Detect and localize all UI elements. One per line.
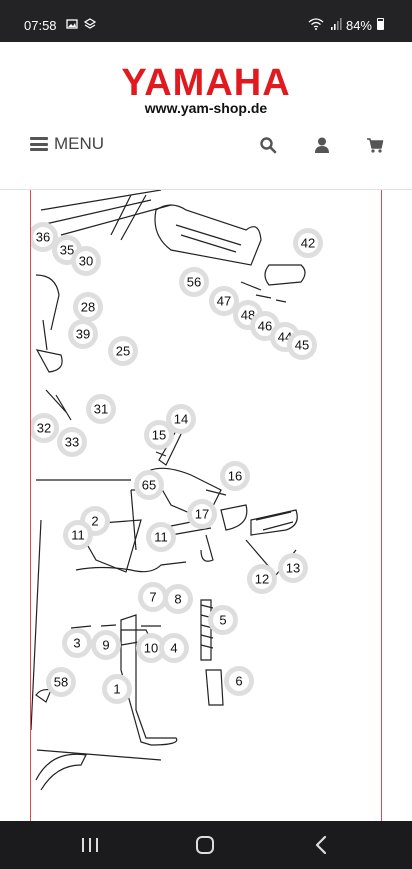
svg-text:4: 4 bbox=[170, 641, 177, 656]
parts-diagram: 36 35 30 28 39 25 31 32 33 14 15 16 65 2… bbox=[30, 190, 382, 821]
wifi-icon bbox=[308, 18, 324, 30]
callout-marker[interactable]: 5 bbox=[208, 605, 238, 635]
status-time: 07:58 bbox=[24, 18, 57, 33]
svg-text:10: 10 bbox=[144, 641, 158, 656]
menu-button[interactable]: MENU bbox=[30, 134, 104, 154]
svg-text:16: 16 bbox=[228, 469, 242, 484]
svg-text:33: 33 bbox=[65, 435, 79, 450]
callout-marker[interactable]: 4 bbox=[159, 633, 189, 663]
svg-text:14: 14 bbox=[174, 412, 188, 427]
brand-logo[interactable]: YAMAHA bbox=[121, 62, 291, 104]
svg-text:45: 45 bbox=[295, 338, 309, 353]
hamburger-icon bbox=[30, 137, 48, 151]
callout-marker[interactable]: 15 bbox=[144, 420, 174, 450]
svg-text:3: 3 bbox=[73, 636, 80, 651]
svg-text:8: 8 bbox=[174, 592, 181, 607]
site-url[interactable]: www.yam-shop.de bbox=[144, 100, 268, 116]
callout-marker[interactable]: 11 bbox=[63, 520, 93, 550]
svg-text:31: 31 bbox=[94, 402, 108, 417]
svg-text:48: 48 bbox=[241, 308, 255, 323]
svg-text:12: 12 bbox=[255, 572, 269, 587]
svg-text:46: 46 bbox=[258, 319, 272, 334]
callout-marker[interactable]: 33 bbox=[57, 427, 87, 457]
svg-text:58: 58 bbox=[54, 675, 68, 690]
callout-marker[interactable]: 65 bbox=[134, 470, 164, 500]
svg-text:17: 17 bbox=[195, 507, 209, 522]
callout-marker[interactable]: 14 bbox=[166, 404, 196, 434]
callout-marker[interactable]: 42 bbox=[293, 228, 323, 258]
account-icon[interactable] bbox=[313, 136, 331, 154]
app-notification-icon bbox=[84, 18, 96, 29]
battery-percent: 84% bbox=[345, 18, 372, 33]
status-bar: 07:58 84% bbox=[0, 0, 412, 42]
callout-marker[interactable]: 36 bbox=[30, 222, 58, 252]
search-icon[interactable] bbox=[259, 136, 277, 154]
svg-text:15: 15 bbox=[152, 428, 166, 443]
callout-marker[interactable]: 3 bbox=[62, 628, 92, 658]
svg-text:56: 56 bbox=[187, 275, 201, 290]
svg-text:11: 11 bbox=[71, 528, 85, 543]
callout-marker[interactable]: 31 bbox=[86, 394, 116, 424]
back-icon[interactable] bbox=[312, 834, 330, 856]
callout-marker[interactable]: 10 bbox=[136, 633, 166, 663]
battery-icon bbox=[377, 18, 384, 30]
svg-text:32: 32 bbox=[37, 421, 51, 436]
callout-marker[interactable]: 30 bbox=[71, 246, 101, 276]
callout-marker[interactable]: 25 bbox=[108, 336, 138, 366]
svg-text:25: 25 bbox=[116, 344, 130, 359]
svg-text:9: 9 bbox=[102, 638, 109, 653]
callout-marker[interactable]: 6 bbox=[224, 666, 254, 696]
callout-marker[interactable]: 47 bbox=[209, 286, 239, 316]
svg-text:42: 42 bbox=[301, 236, 315, 251]
callout-marker[interactable]: 11 bbox=[146, 522, 176, 552]
home-icon[interactable] bbox=[196, 836, 214, 854]
callout-marker[interactable]: 28 bbox=[73, 292, 103, 322]
svg-text:35: 35 bbox=[60, 243, 74, 258]
cart-icon[interactable] bbox=[366, 136, 384, 154]
signal-icon bbox=[331, 18, 342, 30]
callout-marker[interactable]: 45 bbox=[287, 330, 317, 360]
callout-marker[interactable]: 7 bbox=[138, 582, 168, 612]
callout-marker[interactable]: 17 bbox=[187, 499, 217, 529]
svg-text:2: 2 bbox=[91, 514, 98, 529]
svg-text:28: 28 bbox=[81, 300, 95, 315]
site-header: YAMAHA www.yam-shop.de MENU bbox=[0, 42, 412, 190]
callout-marker[interactable]: 56 bbox=[179, 267, 209, 297]
callout-marker[interactable]: 58 bbox=[46, 667, 76, 697]
gallery-notification-icon bbox=[66, 19, 78, 29]
recents-icon[interactable] bbox=[82, 838, 98, 852]
svg-text:36: 36 bbox=[36, 230, 50, 245]
callout-marker[interactable]: 16 bbox=[220, 461, 250, 491]
callout-marker[interactable]: 9 bbox=[91, 630, 121, 660]
svg-text:5: 5 bbox=[219, 613, 226, 628]
svg-text:13: 13 bbox=[286, 561, 300, 576]
svg-text:11: 11 bbox=[154, 530, 168, 545]
callout-marker[interactable]: 1 bbox=[102, 674, 132, 704]
page-content: 36 35 30 28 39 25 31 32 33 14 15 16 65 2… bbox=[0, 190, 412, 821]
system-nav-bar bbox=[0, 821, 412, 869]
callout-marker[interactable]: 32 bbox=[30, 413, 59, 443]
menu-label: MENU bbox=[54, 134, 105, 153]
svg-text:7: 7 bbox=[149, 590, 156, 605]
callout-marker[interactable]: 13 bbox=[278, 553, 308, 583]
svg-text:47: 47 bbox=[217, 294, 231, 309]
svg-text:1: 1 bbox=[113, 682, 120, 697]
callout-marker[interactable]: 39 bbox=[68, 319, 98, 349]
svg-text:65: 65 bbox=[142, 478, 156, 493]
svg-text:30: 30 bbox=[79, 254, 93, 269]
svg-text:6: 6 bbox=[235, 674, 242, 689]
callout-marker[interactable]: 8 bbox=[163, 584, 193, 614]
callout-marker[interactable]: 12 bbox=[247, 564, 277, 594]
exploded-view-drawing: 36 35 30 28 39 25 31 32 33 14 15 16 65 2… bbox=[30, 190, 323, 791]
svg-text:39: 39 bbox=[76, 327, 90, 342]
